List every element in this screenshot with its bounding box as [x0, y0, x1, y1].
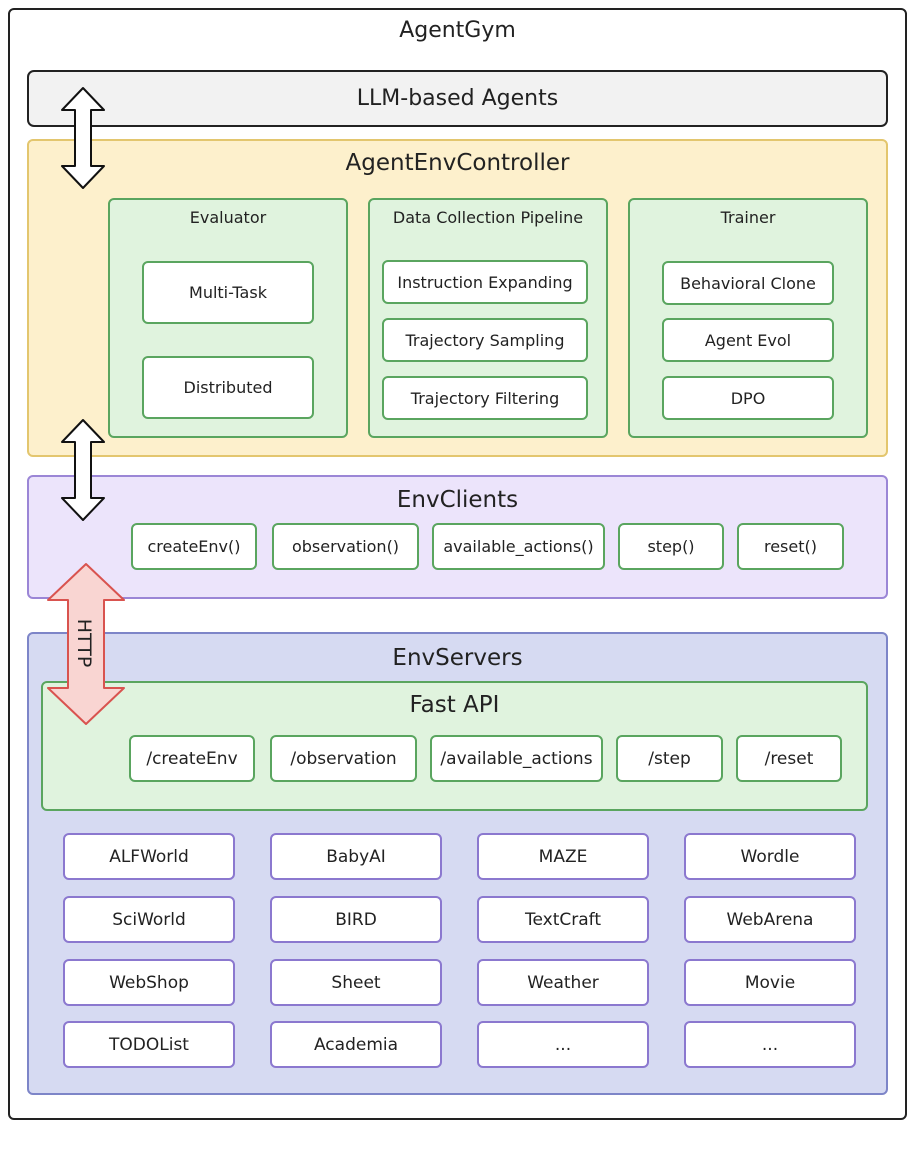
fast-api-title: Fast API — [409, 692, 500, 718]
environment-item: TextCraft — [477, 896, 649, 943]
evaluator-item: Distributed — [142, 356, 314, 419]
client-method: available_actions() — [432, 523, 605, 570]
client-method: reset() — [737, 523, 844, 570]
double-arrow-icon — [61, 419, 105, 521]
api-endpoint: /observation — [270, 735, 417, 782]
api-endpoint: /available_actions — [430, 735, 603, 782]
environment-item: ALFWorld — [63, 833, 235, 880]
client-method: step() — [618, 523, 724, 570]
environment-item: BabyAI — [270, 833, 442, 880]
environment-item: Weather — [477, 959, 649, 1006]
trainer-title: Trainer — [720, 207, 776, 227]
environment-item: BIRD — [270, 896, 442, 943]
environment-item: MAZE — [477, 833, 649, 880]
llm-agents-box: LLM-based Agents — [27, 70, 888, 127]
pipeline-item: Trajectory Filtering — [382, 376, 588, 420]
trainer-item: DPO — [662, 376, 834, 420]
http-label: HTTP — [73, 618, 95, 668]
http-double-arrow-icon — [47, 563, 125, 725]
api-endpoint: /reset — [736, 735, 842, 782]
pipeline-item: Instruction Expanding — [382, 260, 588, 304]
environment-item: WebShop — [63, 959, 235, 1006]
environment-item: Academia — [270, 1021, 442, 1068]
environment-item: ... — [684, 1021, 856, 1068]
environment-item: Movie — [684, 959, 856, 1006]
environment-item: SciWorld — [63, 896, 235, 943]
double-arrow-icon — [61, 87, 105, 189]
environment-item: Wordle — [684, 833, 856, 880]
diagram-title: AgentGym — [399, 17, 516, 43]
api-endpoint: /createEnv — [129, 735, 255, 782]
environment-item: ... — [477, 1021, 649, 1068]
evaluator-title: Evaluator — [189, 207, 267, 227]
evaluator-item: Multi-Task — [142, 261, 314, 324]
client-method: createEnv() — [131, 523, 257, 570]
environment-item: Sheet — [270, 959, 442, 1006]
data-collection-pipeline-title: Data Collection Pipeline — [392, 207, 584, 227]
pipeline-item: Trajectory Sampling — [382, 318, 588, 362]
environment-item: WebArena — [684, 896, 856, 943]
env-servers-title: EnvServers — [392, 645, 523, 671]
client-method: observation() — [272, 523, 419, 570]
trainer-item: Agent Evol — [662, 318, 834, 362]
env-clients-title: EnvClients — [396, 487, 519, 513]
trainer-item: Behavioral Clone — [662, 261, 834, 305]
environment-item: TODOList — [63, 1021, 235, 1068]
agent-env-controller-title: AgentEnvController — [345, 150, 570, 176]
api-endpoint: /step — [616, 735, 723, 782]
